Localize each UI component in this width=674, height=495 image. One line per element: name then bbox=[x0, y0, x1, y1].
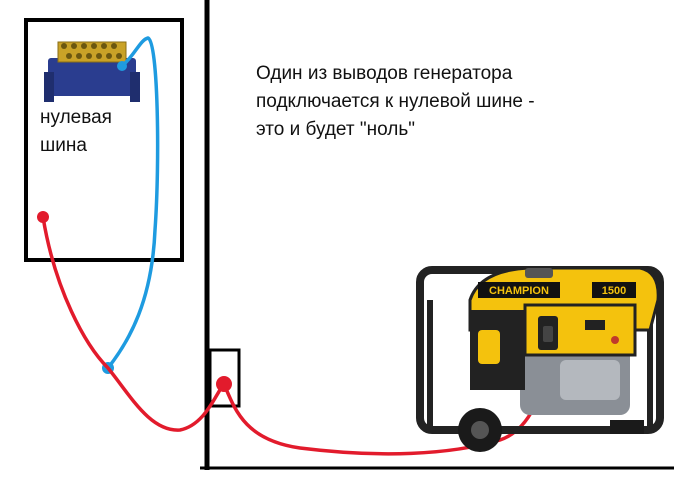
live-wire-panel bbox=[41, 215, 226, 432]
explanation-caption: Один из выводов генератора подключается … bbox=[256, 60, 656, 144]
neutral-wire bbox=[106, 36, 160, 370]
distribution-panel bbox=[24, 18, 184, 262]
neutral-bus-label-line1: нулевая bbox=[40, 107, 112, 128]
neutral-bus-label-line2: шина bbox=[40, 135, 87, 156]
generator-brand-label: CHAMPION bbox=[489, 285, 549, 297]
neutral-bus-terminal-dot bbox=[117, 61, 127, 71]
live-wall-dot bbox=[216, 376, 232, 392]
neutral-bus-label: нулевая шина bbox=[40, 104, 112, 160]
wall-junction-box bbox=[208, 348, 241, 408]
caption-line-1: Один из выводов генератора bbox=[256, 63, 513, 84]
portable-generator-icon: CHAMPION 1500 bbox=[416, 266, 664, 452]
neutral-bus-bar-icon bbox=[44, 41, 140, 102]
live-panel-dot bbox=[37, 211, 49, 223]
generator-model-label: 1500 bbox=[602, 285, 626, 297]
caption-line-2: подключается к нулевой шине - bbox=[256, 91, 535, 112]
caption-line-3: это и будет "ноль" bbox=[256, 119, 415, 140]
